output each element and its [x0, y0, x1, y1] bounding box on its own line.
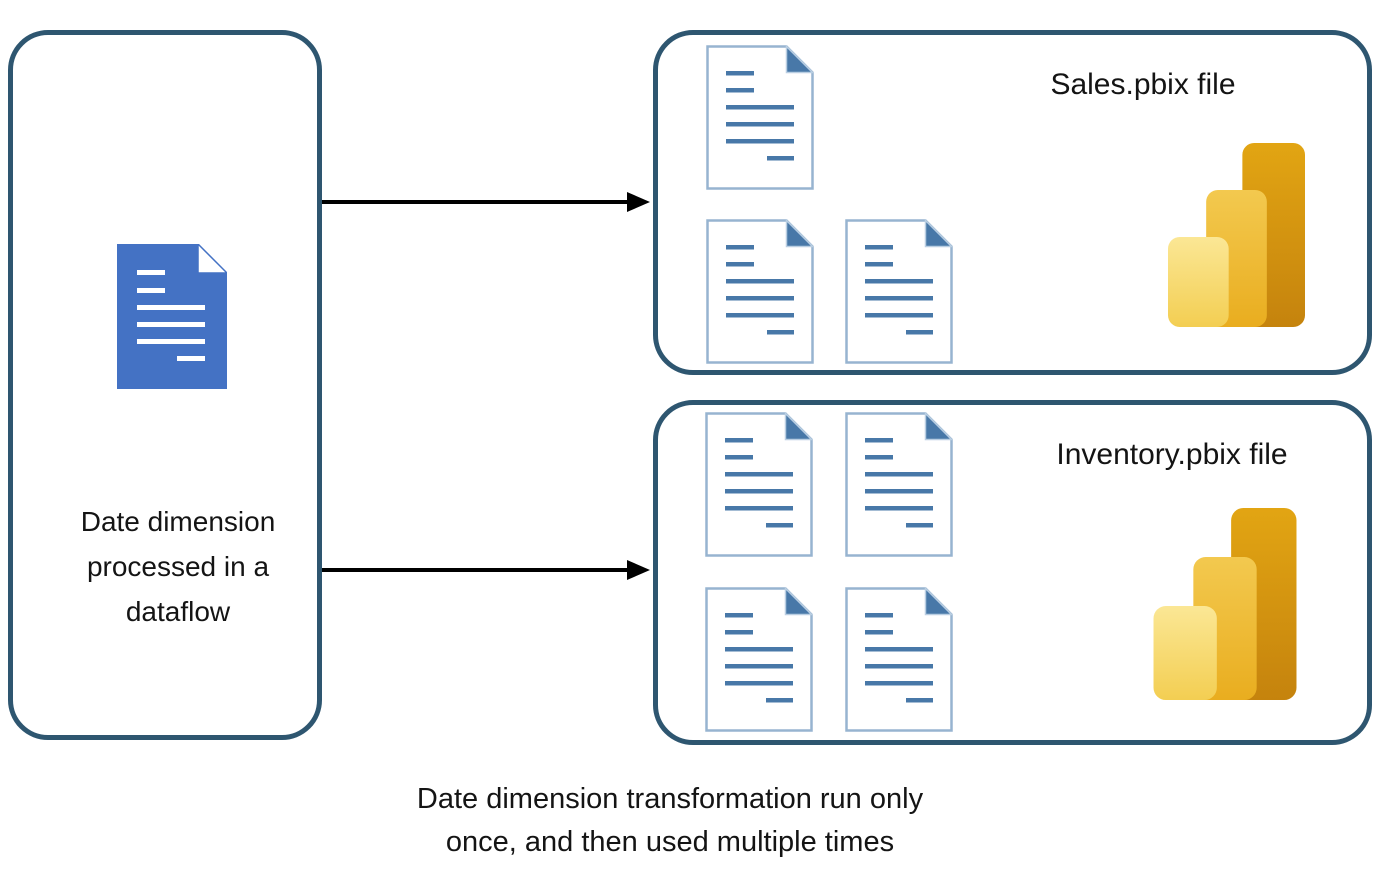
document-icon [845, 412, 953, 557]
power-bi-icon [1153, 508, 1297, 700]
document-icon [845, 219, 953, 364]
source-box-label: Date dimension processed in a dataflow [80, 506, 276, 627]
dataflow-document-icon [117, 244, 227, 389]
document-icon [845, 587, 953, 732]
sales-box-title: Sales.pbix file [1050, 68, 1236, 101]
inventory-box-title: Inventory.pbix file [1056, 438, 1288, 471]
source-dataflow-box: Date dimension processed in a dataflow [8, 30, 322, 740]
document-icon [705, 587, 813, 732]
document-icon [706, 219, 814, 364]
document-icon [706, 45, 814, 190]
flow-arrow-to-sales [322, 192, 650, 212]
power-bi-icon [1168, 143, 1305, 327]
diagram-caption: Date dimension transformation run only o… [416, 783, 924, 858]
document-icon [705, 412, 813, 557]
flow-arrow-to-inventory [322, 560, 650, 580]
